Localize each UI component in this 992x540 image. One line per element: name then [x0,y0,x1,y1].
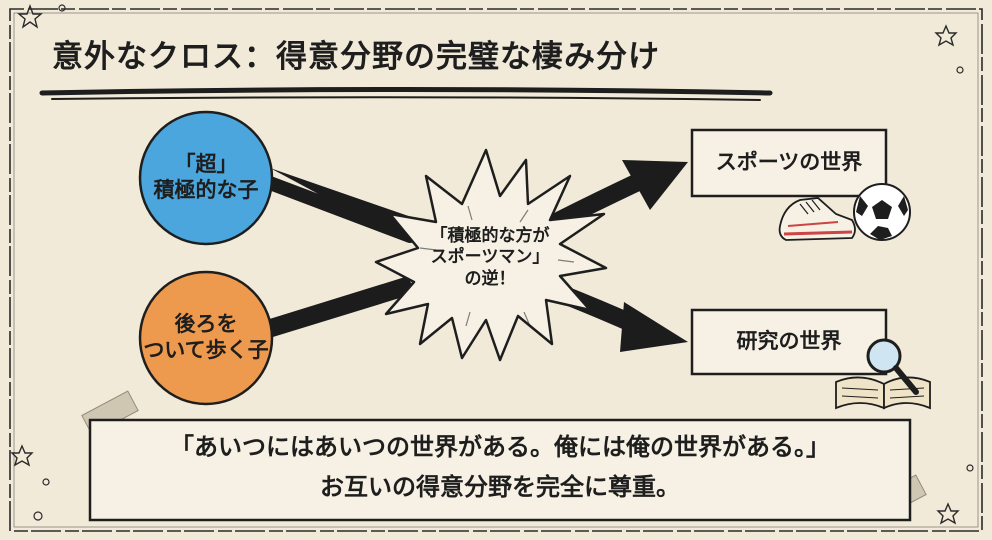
active-child-label: 「超」 積極的な子 [140,151,272,204]
research-world-box [690,308,888,376]
burst-speed-lines [419,205,575,327]
soccer-ball-icon [853,183,911,241]
active-child-label-line1: 「超」 [174,152,238,176]
circle-doodle [33,511,43,521]
star-doodle-bottom-left [10,444,34,467]
quote-box [88,418,912,522]
follower-child-label-line2: ついて歩く子 [143,338,269,363]
circle-doodle [58,4,66,12]
sports-world-label: スポーツの世界 [715,150,863,174]
active-child-label-line2: 積極的な子 [153,178,259,203]
arrow-from-top-circle [255,173,417,243]
page-title: 意外なクロス：得意分野の完璧な棲み分け [52,39,660,75]
circle-follower-child [138,270,274,406]
burst-label-line2: スポーツマン」 [430,247,550,268]
circle-doodle [966,464,974,472]
circle-doodle [42,478,50,486]
arrow-to-research-box-head [620,302,688,352]
arrow-to-sports-box [551,173,647,229]
follower-child-label-line1: 後ろを [174,312,238,336]
arrow-from-bottom-circle [267,275,415,325]
quote-line1: 「あいつにはあいつの世界がある。俺には俺の世界がある。」 [170,433,830,461]
star-doodle-top-right [934,24,958,47]
research-world-label: 研究の世界 [736,329,842,353]
title-underline [39,87,773,96]
explosion-burst [374,148,608,362]
star-doodle-top-left [17,4,43,29]
sports-world-box [690,128,888,198]
open-book-icon [835,376,931,410]
circle-active-child [138,110,274,246]
outer-frame [9,8,983,532]
star-doodle-bottom-right [936,502,960,525]
quote-line2: お互いの得意分野を完全に尊重。 [320,473,680,501]
arrow-to-sports-box-head [622,160,688,210]
burst-label: 「積極的な方が スポーツマン」 の逆！ [420,226,560,290]
title-underline [51,96,761,101]
magnifier-icon [866,338,919,395]
outer-frame-inner [13,12,979,528]
burst-label-line3: の逆！ [464,268,516,289]
follower-child-label: 後ろを ついて歩く子 [140,311,272,364]
arrow-from-bottom-circle [254,280,413,340]
sneaker-icon [778,197,856,241]
circle-doodle [956,66,964,74]
burst-label-line1: 「積極的な方が [430,226,550,246]
